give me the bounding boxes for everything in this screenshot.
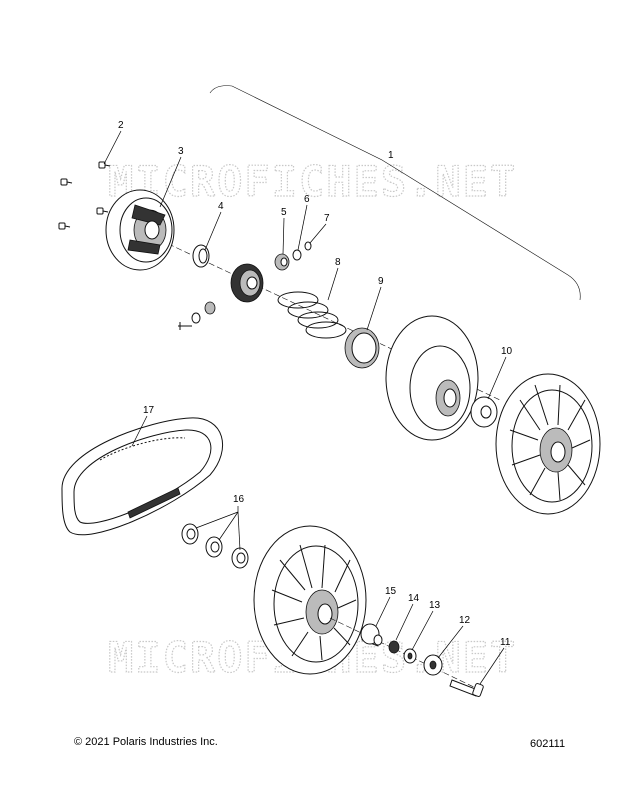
callout-3: 3 xyxy=(178,146,184,157)
flat-washer-part xyxy=(403,648,417,664)
callout-9: 9 xyxy=(378,276,384,287)
washer-part xyxy=(292,249,302,261)
callout-13: 13 xyxy=(429,600,441,611)
callout-14: 14 xyxy=(408,593,420,604)
callout-15: 15 xyxy=(385,586,397,597)
callout-6: 6 xyxy=(304,194,310,205)
spacer-part xyxy=(360,623,383,647)
sheave-part xyxy=(385,315,479,441)
drive-belt-part xyxy=(61,417,224,536)
ring-part xyxy=(192,244,210,268)
callout-1: 1 xyxy=(388,150,394,161)
drive-cover-part xyxy=(105,189,175,271)
callout-16: 16 xyxy=(233,494,245,505)
callout-8: 8 xyxy=(335,257,341,268)
callout-7: 7 xyxy=(324,213,330,224)
long-bolt-part xyxy=(449,679,484,697)
outer-sheave-upper xyxy=(495,373,601,515)
figure-number: 602111 xyxy=(530,738,566,750)
assembly-bracket xyxy=(209,85,581,301)
clip-part xyxy=(304,241,312,251)
callout-11: 11 xyxy=(500,637,511,648)
copyright-text: © 2021 Polaris Industries Inc. xyxy=(74,736,218,748)
lock-washer-part xyxy=(388,640,400,654)
washer-large-part xyxy=(470,396,498,428)
leader-lines xyxy=(103,130,507,685)
callout-2: 2 xyxy=(118,120,124,131)
shim-washer-group xyxy=(181,523,249,569)
outer-sheave-lower xyxy=(253,525,367,675)
callout-5: 5 xyxy=(281,207,287,218)
bolt-group xyxy=(58,161,111,230)
callout-10: 10 xyxy=(501,346,513,357)
bushing-part xyxy=(274,253,290,271)
callout-4: 4 xyxy=(218,201,224,212)
watermark-top: MICROFICHES.NET xyxy=(108,157,517,206)
spring-seat-part xyxy=(344,327,380,369)
large-washer-part xyxy=(423,654,443,676)
hub-part xyxy=(178,263,264,330)
spring-part xyxy=(277,291,347,339)
callout-17: 17 xyxy=(143,405,155,416)
callout-12: 12 xyxy=(459,615,471,626)
callout-labels: 1 2 3 4 5 6 7 8 9 10 11 12 13 14 15 16 1… xyxy=(118,120,513,648)
